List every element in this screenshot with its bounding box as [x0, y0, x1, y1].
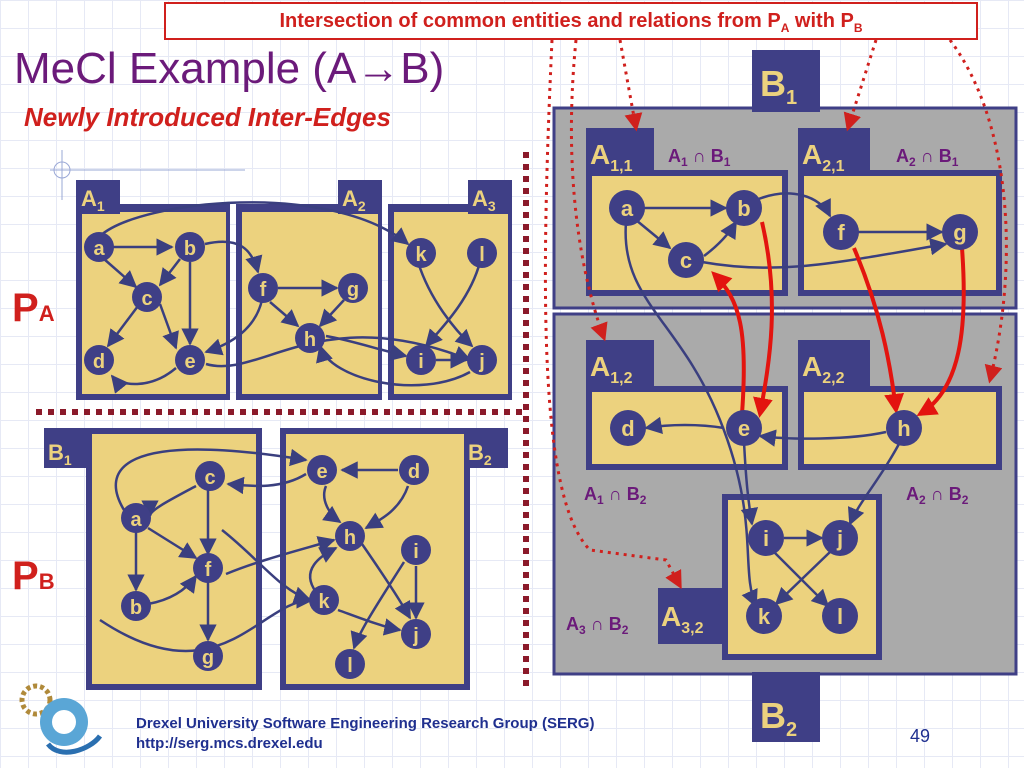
- svg-text:j: j: [412, 625, 419, 647]
- svg-text:b: b: [737, 196, 750, 221]
- svg-text:f: f: [260, 279, 267, 301]
- footer-org: Drexel University Software Engineering R…: [136, 715, 595, 732]
- svg-text:f: f: [205, 559, 212, 581]
- node-pa-h: h: [295, 323, 325, 353]
- svg-text:d: d: [621, 416, 634, 441]
- svg-text:j: j: [478, 351, 485, 373]
- svg-text:i: i: [413, 541, 419, 563]
- page-subtitle: Newly Introduced Inter-Edges: [24, 102, 391, 132]
- intersection-a3-b2: A3 ∩ B2: [566, 614, 629, 637]
- pb-cluster-b1: [44, 428, 262, 690]
- svg-text:l: l: [837, 604, 843, 629]
- node-r-f: f: [823, 214, 859, 250]
- node-pb-b: b: [121, 591, 151, 621]
- node-pb-l: l: [335, 649, 365, 679]
- svg-text:k: k: [318, 591, 330, 613]
- node-r-a: a: [609, 190, 645, 226]
- svg-text:h: h: [304, 329, 316, 351]
- svg-text:d: d: [408, 461, 420, 483]
- node-pa-k: k: [406, 238, 436, 268]
- intersection-a1-b1: A1 ∩ B1: [668, 146, 731, 169]
- merged-edges: [624, 192, 948, 608]
- node-r-c: c: [668, 242, 704, 278]
- svg-text:d: d: [93, 351, 105, 373]
- pb-nodes: c a f b g e d h i k j l: [121, 455, 431, 679]
- node-r-i: i: [748, 520, 784, 556]
- svg-text:a: a: [93, 238, 105, 260]
- svg-text:b: b: [184, 238, 196, 260]
- node-pa-j: j: [467, 345, 497, 375]
- svg-text:c: c: [680, 248, 692, 273]
- serg-logo: [19, 683, 103, 755]
- svg-text:k: k: [415, 244, 427, 266]
- svg-text:b: b: [130, 597, 142, 619]
- svg-text:h: h: [344, 527, 356, 549]
- node-pb-c: c: [195, 461, 225, 491]
- merged-nodes: a b c f g d e h i j k l: [609, 190, 978, 634]
- svg-text:e: e: [184, 351, 195, 373]
- node-pa-e: e: [175, 345, 205, 375]
- node-pb-g: g: [193, 641, 223, 671]
- node-pa-i: i: [406, 345, 436, 375]
- svg-text:l: l: [347, 655, 353, 677]
- svg-text:c: c: [204, 467, 215, 489]
- svg-text:g: g: [347, 279, 359, 301]
- pb-edges: [99, 448, 425, 653]
- svg-text:c: c: [141, 288, 152, 310]
- pa-edges: [99, 201, 482, 394]
- node-pa-a: a: [84, 232, 114, 262]
- node-r-e: e: [726, 410, 762, 446]
- intersection-a1-b2: A1 ∩ B2: [584, 484, 647, 507]
- svg-text:g: g: [202, 647, 214, 669]
- svg-text:i: i: [763, 526, 769, 551]
- node-r-b: b: [726, 190, 762, 226]
- node-pa-d: d: [84, 345, 114, 375]
- svg-text:k: k: [758, 604, 771, 629]
- svg-text:a: a: [621, 196, 634, 221]
- node-pb-h: h: [335, 521, 365, 551]
- node-pb-f: f: [193, 553, 223, 583]
- pa-nodes: a b c d e f g h k l i j: [84, 232, 497, 375]
- svg-text:a: a: [130, 509, 142, 531]
- callout-leaders: [543, 39, 1008, 590]
- pb-side-label: PB: [12, 554, 55, 598]
- svg-text:h: h: [897, 416, 910, 441]
- node-pa-l: l: [467, 238, 497, 268]
- pa-cluster-a2: [236, 180, 382, 400]
- footer: Drexel University Software Engineering R…: [136, 714, 594, 754]
- page-title: MeCl Example (A→B): [14, 44, 445, 93]
- node-r-d: d: [610, 410, 646, 446]
- node-pb-i: i: [401, 535, 431, 565]
- node-pb-e: e: [307, 455, 337, 485]
- node-pa-b: b: [175, 232, 205, 262]
- node-pa-c: c: [132, 282, 162, 312]
- node-r-k: k: [746, 598, 782, 634]
- node-r-g: g: [942, 214, 978, 250]
- intersection-a2-b1: A2 ∩ B1: [896, 146, 959, 169]
- svg-text:f: f: [837, 220, 845, 245]
- svg-text:i: i: [418, 351, 424, 373]
- svg-text:g: g: [953, 220, 966, 245]
- node-r-j: j: [822, 520, 858, 556]
- pa-side-label: PA: [12, 286, 55, 330]
- node-pb-k: k: [309, 585, 339, 615]
- svg-text:e: e: [738, 416, 750, 441]
- intersection-callout: Intersection of common entities and rela…: [164, 2, 978, 40]
- node-pb-d: d: [399, 455, 429, 485]
- page-number: 49: [910, 726, 931, 746]
- intersection-a2-b2: A2 ∩ B2: [906, 484, 969, 507]
- node-pb-a: a: [121, 503, 151, 533]
- node-r-l: l: [822, 598, 858, 634]
- node-pb-j: j: [401, 619, 431, 649]
- node-pa-g: g: [338, 273, 368, 303]
- svg-text:e: e: [316, 461, 327, 483]
- footer-url[interactable]: http://serg.mcs.drexel.edu: [136, 735, 323, 752]
- node-r-h: h: [886, 410, 922, 446]
- inter-edges: [711, 221, 966, 418]
- svg-text:j: j: [836, 526, 843, 551]
- node-pa-f: f: [248, 273, 278, 303]
- decorative-crosshair: [50, 150, 245, 200]
- svg-text:l: l: [479, 244, 485, 266]
